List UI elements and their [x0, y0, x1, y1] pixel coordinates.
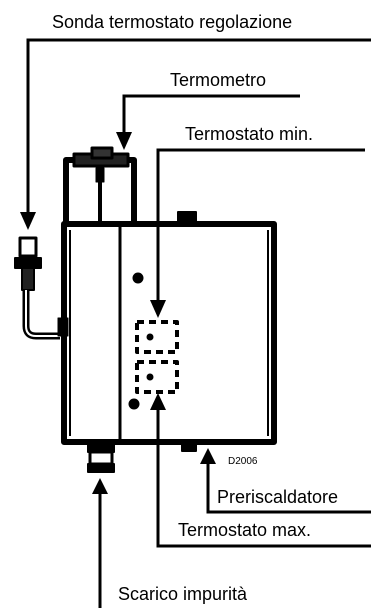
label-termometro: Termometro [170, 70, 266, 90]
leader-lines [26, 38, 371, 608]
termostato-max-arrowhead [150, 393, 166, 410]
device-drawing [14, 146, 277, 473]
scarico-arrowhead [92, 478, 108, 494]
label-preriscaldatore: Preriscaldatore [217, 487, 338, 507]
main-body [61, 211, 277, 445]
thermostat-max-box [135, 360, 179, 394]
arrowheads [20, 132, 216, 494]
termostato-min-leader [156, 148, 365, 300]
label-scarico: Scarico impurità [118, 584, 248, 604]
probe-assembly [14, 236, 69, 340]
termometro-leader [122, 94, 300, 132]
thermometer-housing [63, 146, 137, 229]
label-codice: D2006 [228, 456, 258, 467]
termometro-arrowhead [116, 132, 132, 150]
thermostat-min-box [135, 320, 179, 354]
sonda-arrowhead [20, 212, 36, 230]
preriscaldatore-leader [206, 464, 371, 514]
label-termostato-max: Termostato max. [178, 520, 311, 540]
label-sonda: Sonda termostato regolazione [52, 12, 292, 32]
label-termostato-min: Termostato min. [185, 124, 313, 144]
preheater-nub [181, 441, 197, 452]
sonda-leader [26, 38, 371, 212]
termostato-max-leader [156, 410, 371, 548]
drain-fitting [87, 441, 115, 473]
termostato-min-arrowhead [150, 300, 166, 318]
preriscaldatore-arrowhead [200, 448, 216, 464]
